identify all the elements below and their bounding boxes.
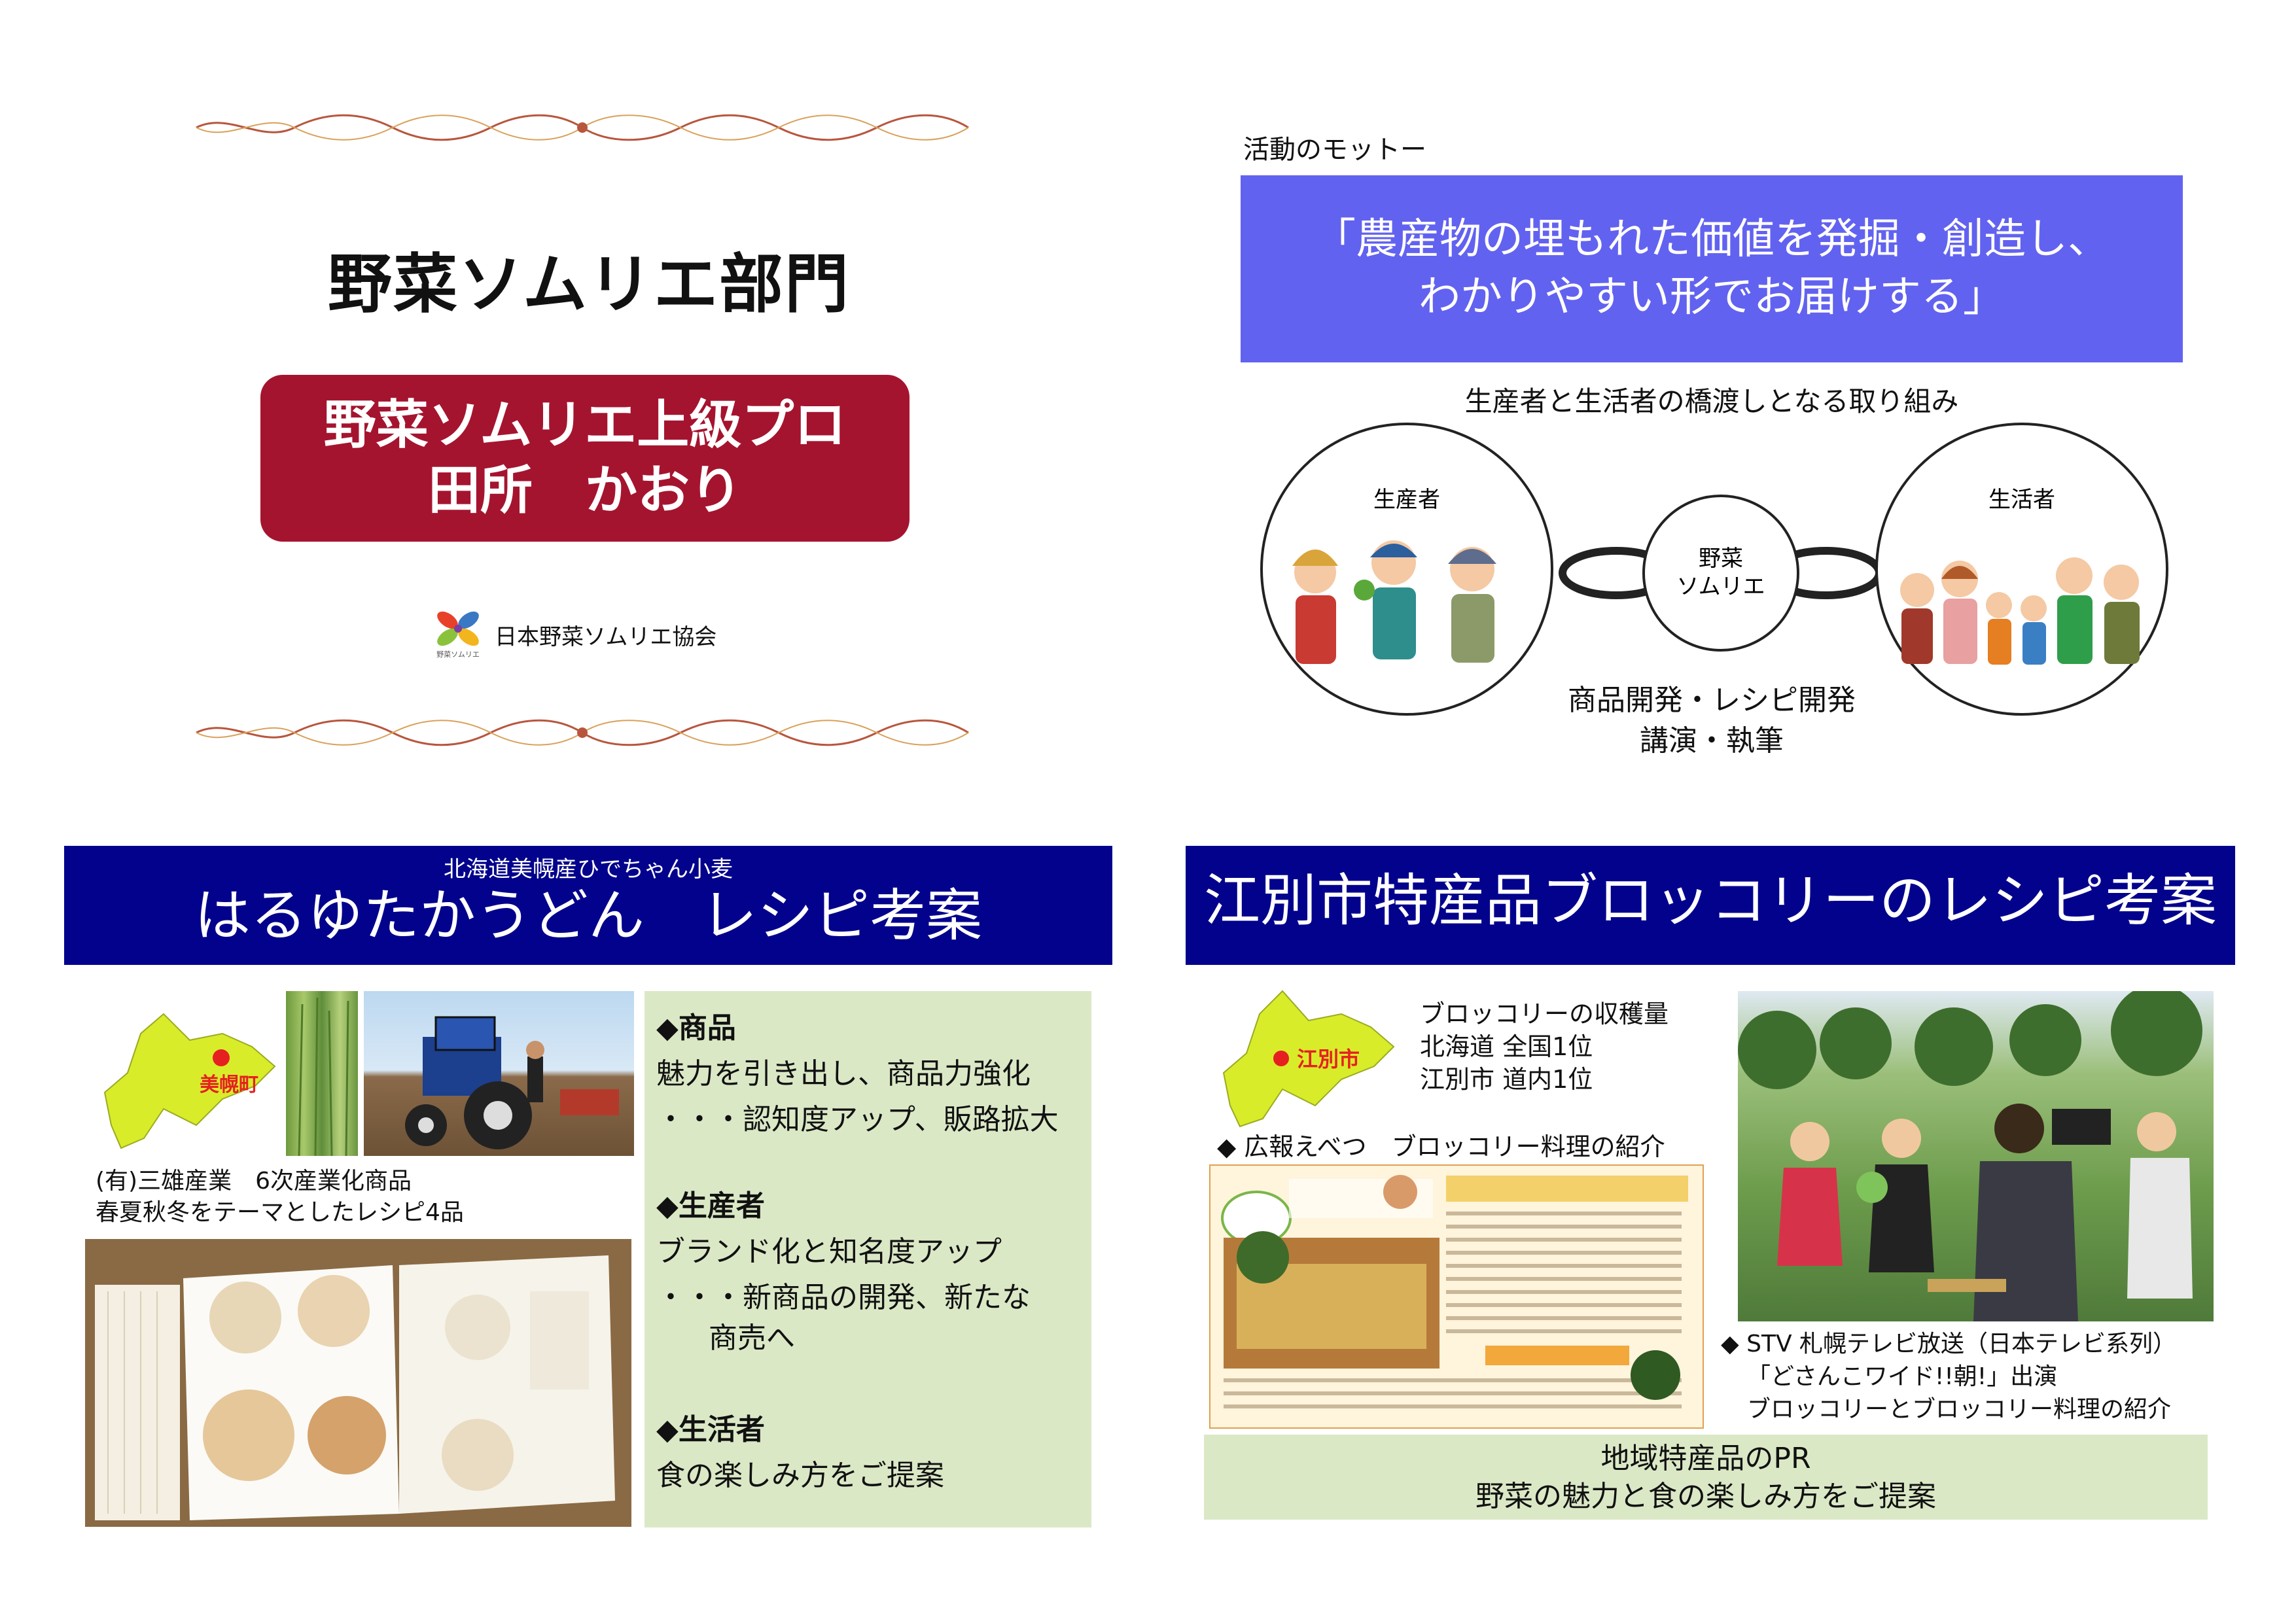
stv-line2: 「どさんこワイド!!朝!」出演 (1747, 1363, 2058, 1390)
sommelier-label-1: 野菜 (1699, 546, 1743, 572)
sommelier-circle (1642, 495, 1799, 652)
stv-line1: ◆ STV 札幌テレビ放送（日本テレビ系列） (1721, 1331, 2177, 1357)
udon-caption: (有)三雄産業 6次産業化商品 春夏秋冬をテーマとしたレシピ4品 (96, 1166, 464, 1229)
association-logo: 野菜ソムリエ (432, 608, 484, 661)
tractor-photo (364, 991, 634, 1156)
udon-banner: 北海道美幌産ひでちゃん小麦 はるゆたかうどん レシピ考案 (64, 846, 1112, 965)
broccoli-stats: ブロッコリーの収穫量 北海道 全国1位 江別市 道内1位 (1420, 998, 1669, 1096)
product-line2: ・・・認知度アップ、販路拡大 (656, 1103, 1059, 1136)
udon-caption-line1: (有)三雄産業 6次産業化商品 (96, 1168, 412, 1195)
udon-points-box: ◆商品 魅力を引き出し、商品力強化 ・・・認知度アップ、販路拡大 ◆生産者 ブラ… (645, 991, 1091, 1527)
consumer-head: ◆生活者 (656, 1413, 765, 1446)
motto-label: 活動のモットー (1243, 135, 1426, 165)
udon-banner-title: はるゆたかうどん レシピ考案 (194, 883, 982, 949)
top-ornament (196, 114, 969, 141)
consumer-label: 生活者 (1988, 487, 2055, 513)
ebetsu-label: 江別市 (1297, 1047, 1360, 1072)
family-illustration (1900, 557, 2140, 665)
association-name: 日本野菜ソムリエ協会 (495, 623, 717, 650)
broccoli-banner-title: 江別市特産品ブロッコリーのレシピ考案 (1204, 868, 2217, 934)
motto-box: 「農産物の埋もれた価値を発掘・創造し、 わかりやすい形でお届けする」 (1241, 175, 2183, 362)
udon-banner-subtitle: 北海道美幌産ひでちゃん小麦 (444, 856, 733, 882)
bridge-diagram: 生産者 野菜 ソムリエ 生活者 (1260, 423, 2168, 716)
bottom-ornament (196, 719, 969, 746)
activity-line1: 商品開発・レシピ開発 (1568, 684, 1856, 717)
motto-line2: わかりやすい形でお届けする」 (1419, 273, 2005, 321)
producer-line3: 商売へ (709, 1321, 795, 1355)
pr-box: 地域特産品のPR 野菜の魅力と食の楽しみ方をご提案 (1204, 1435, 2208, 1520)
association-logo-caption: 野菜ソムリエ (436, 650, 480, 659)
stv-line3: ブロッコリーとブロッコリー料理の紹介 (1747, 1396, 2172, 1423)
udon-caption-line2: 春夏秋冬をテーマとしたレシピ4品 (96, 1199, 464, 1226)
activity-text: 商品開発・レシピ開発 講演・執筆 (1241, 680, 2183, 761)
producer-line1: ブランド化と知名度アップ (656, 1235, 1002, 1268)
farmers-illustration (1292, 540, 1496, 664)
recipe-booklet-photo (85, 1239, 631, 1527)
tv-shoot-photo (1738, 991, 2214, 1321)
producer-line2: ・・・新商品の開発、新たな (656, 1281, 1031, 1314)
wheat-photo (286, 991, 358, 1156)
hokkaido-map-ebetsu: 江別市 (1222, 990, 1395, 1128)
hokkaido-map-bihoro: 美幌町 (103, 1013, 276, 1149)
broccoli-banner: 江別市特産品ブロッコリーのレシピ考案 (1186, 846, 2235, 965)
stats-line3: 江別市 道内1位 (1420, 1065, 1593, 1094)
presenter-name-box: 野菜ソムリエ上級プロ 田所 かおり (260, 375, 910, 542)
activity-line2: 講演・執筆 (1640, 724, 1784, 758)
stats-line1: ブロッコリーの収穫量 (1420, 1000, 1669, 1028)
pr-line2: 野菜の魅力と食の楽しみ方をご提案 (1475, 1480, 1936, 1513)
bridge-title: 生産者と生活者の橋渡しとなる取り組み (1464, 385, 1959, 417)
product-line1: 魅力を引き出し、商品力強化 (656, 1057, 1031, 1091)
producer-label: 生産者 (1373, 487, 1440, 513)
consumer-line1: 食の楽しみ方をご提案 (656, 1459, 944, 1492)
association-logo-row: 野菜ソムリエ 日本野菜ソムリエ協会 (432, 608, 716, 661)
producer-head: ◆生産者 (656, 1189, 765, 1223)
bihoro-label: 美幌町 (200, 1073, 258, 1096)
motto-line1: 「農産物の埋もれた価値を発掘・創造し、 (1314, 215, 2110, 264)
promo-heading: ◆ 広報えべつ ブロッコリー料理の紹介 (1217, 1132, 1665, 1161)
magazine-clipping-image (1209, 1164, 1704, 1429)
pr-line1: 地域特産品のPR (1600, 1442, 1811, 1475)
presenter-role: 野菜ソムリエ上級プロ (323, 394, 847, 455)
product-head: ◆商品 (656, 1011, 736, 1045)
sommelier-label-2: ソムリエ (1676, 574, 1765, 600)
stats-line2: 北海道 全国1位 (1420, 1032, 1593, 1061)
page-title: 野菜ソムリエ部門 (327, 247, 851, 322)
presenter-name: 田所 かおり (428, 459, 742, 521)
stv-appearance: ◆ STV 札幌テレビ放送（日本テレビ系列） 「どさんこワイド!!朝!」出演 ブ… (1721, 1328, 2176, 1426)
